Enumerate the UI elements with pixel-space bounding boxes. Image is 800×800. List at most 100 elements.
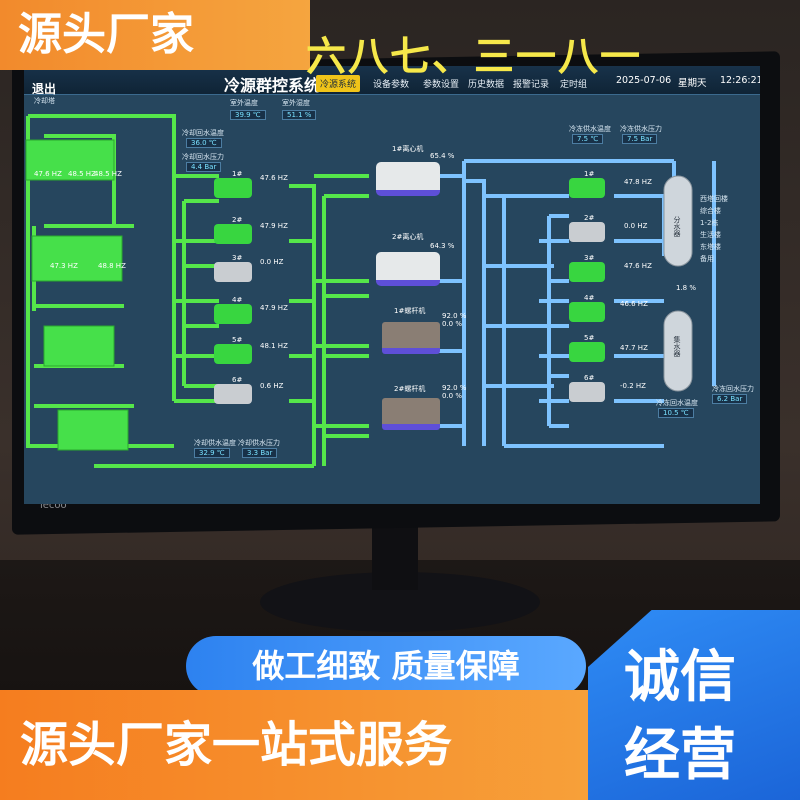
tower-hz-1: 47.6 HZ [34,170,62,178]
exit-button[interactable]: 退出 [32,82,57,96]
page-title: 冷源群控系统 [224,76,321,95]
chw-supply-pressure-value: 7.5 Bar [622,134,658,144]
branch-5: 东塔楼 [700,243,721,251]
chiller-icon [382,322,440,354]
branch-6: 备用 [700,255,714,263]
tab-alarms[interactable]: 报警记录 [513,80,550,90]
pump-icon [214,384,252,404]
pump-icon [569,178,605,198]
tower-hz-4: 47.3 HZ [50,262,78,270]
cw-supply-temp-value: 32.9 ℃ [194,448,230,458]
pump-name: 1# [232,170,243,178]
pump-hz: 47.6 HZ [624,262,652,270]
chw-return-pressure-value: 6.2 Bar [712,394,748,404]
pump-hz: 48.1 HZ [260,342,288,350]
chiller-name: 1#螺杆机 [394,307,426,315]
pump-icon [214,344,252,364]
cooling-tower-label: 冷却塔 [34,97,55,105]
return-manifold-label: 集水器 [673,336,681,357]
chiller-extra: 0.0 % [442,392,463,400]
pump-name: 3# [584,254,595,262]
chiller-load: 92.0 % [442,312,467,320]
outdoor-humidity-value: 51.1 % [282,110,317,120]
pump-icon [214,224,252,244]
cw-return-temp-value: 36.0 ℃ [186,138,222,148]
chiller-icon [376,252,440,286]
pump-name: 3# [232,254,243,262]
badge-line-2: 经营 [624,723,736,788]
pump-name: 5# [232,336,243,344]
supply-manifold-label: 分水器 [673,216,681,237]
pump-name: 4# [584,294,595,302]
pump-name: 2# [232,216,243,224]
chiller-name: 1#离心机 [392,145,424,153]
pump-icon [569,302,605,322]
cw-supply-pressure-value: 3.3 Bar [242,448,278,458]
chiller-name: 2#离心机 [392,233,424,241]
chw-supply-temp-value: 7.5 ℃ [572,134,604,144]
cw-return-temp-label: 冷却回水温度 [182,129,224,137]
pump-icon [569,342,605,362]
branch-1: 西塔回楼 [700,195,728,203]
pump-icon [569,222,605,242]
tab-equipment-params[interactable]: 设备参数 [373,80,410,90]
date-display: 2025-07-06 [616,75,672,86]
banner-top-right: 六八七、三一八一 [306,34,642,80]
cw-return-pressure-label: 冷却回水压力 [182,153,224,161]
tab-param-settings[interactable]: 参数设置 [423,80,460,90]
weekday-display: 星期天 [678,78,707,89]
pump-name: 2# [584,214,595,222]
tab-schedule[interactable]: 定时组 [560,80,588,90]
pump-hz: 47.7 HZ [620,344,648,352]
chiller-icon [382,398,440,430]
pump-icon [214,178,252,198]
chiller-load: 92.0 % [442,384,467,392]
chw-return-pressure-label: 冷冻回水压力 [712,385,754,393]
banner-bottom: 源头厂家一站式服务 [0,690,620,800]
pump-icon [214,262,252,282]
pump-hz: 46.6 HZ [620,300,648,308]
pump-hz: 47.8 HZ [624,178,652,186]
pump-name: 6# [584,374,595,382]
outdoor-temp-value: 39.9 ℃ [230,110,266,120]
cw-return-pressure-value: 4.4 Bar [186,162,222,172]
pump-icon [569,262,605,282]
cw-supply-temp-label: 冷却供水温度 [194,439,236,447]
badge-integrity: 诚信 经营 [588,610,800,800]
pump-hz: 0.0 HZ [260,258,284,266]
chw-return-temp-value: 10.5 ℃ [658,408,694,418]
bypass-percent: 1.8 % [676,284,697,292]
tab-cooling-system[interactable]: 冷源系统 [316,75,361,92]
pump-hz: 0.0 HZ [624,222,648,230]
pump-hz: 47.9 HZ [260,222,288,230]
tab-history[interactable]: 历史数据 [468,80,505,90]
tower-hz-3: 48.5 HZ [94,170,122,178]
pump-hz: 0.6 HZ [260,382,284,390]
chiller-load: 64.3 % [430,242,455,250]
monitor-stand-neck [372,520,418,590]
chiller-extra: 0.0 % [442,320,463,328]
tower-hz-5: 48.8 HZ [98,262,126,270]
tower-hz-2: 48.5 HZ [68,170,96,178]
branch-3: 1-2栋 [700,219,719,227]
pump-hz: 47.6 HZ [260,174,288,182]
branch-2: 综合楼 [700,207,721,215]
pump-icon [569,382,605,402]
cw-supply-pressure-label: 冷却供水压力 [238,439,280,447]
chw-return-temp-label: 冷冻回水温度 [656,399,698,407]
pump-hz: 47.9 HZ [260,304,288,312]
chiller-load: 65.4 % [430,152,455,160]
chw-supply-temp-label: 冷冻供水温度 [569,125,611,133]
pump-name: 6# [232,376,243,384]
outdoor-temp-label: 室外温度 [230,99,258,107]
monitor-brand: lecoo [40,500,67,511]
outdoor-humidity-label: 室外湿度 [282,99,310,107]
chw-supply-pressure-label: 冷冻供水压力 [620,125,662,133]
branch-4: 生活楼 [700,231,721,239]
pump-name: 1# [584,170,595,178]
app-header [24,66,760,95]
chiller-name: 2#螺杆机 [394,385,426,393]
pump-hz: -0.2 HZ [620,382,646,390]
pump-name: 4# [232,296,243,304]
banner-top-left: 源头厂家 [0,0,310,70]
